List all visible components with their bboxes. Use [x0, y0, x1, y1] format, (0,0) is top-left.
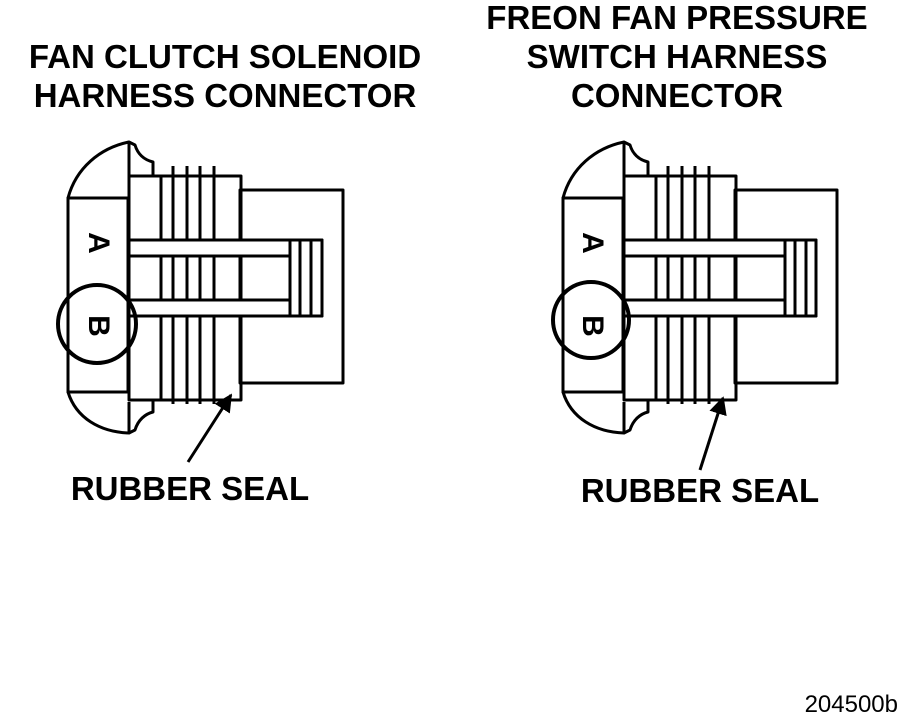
right-pin-b-highlight-circle	[551, 280, 631, 360]
right-pin-b-label: B	[576, 315, 609, 337]
left-connector-drawing	[56, 140, 345, 463]
right-connector-title: FREON FAN PRESSURE SWITCH HARNESS CONNEC…	[452, 0, 902, 115]
right-seal-arrow	[698, 396, 727, 471]
right-connector-hood	[561, 140, 650, 435]
left-connector-rubber-seal	[127, 174, 243, 402]
figure-id: 204500b	[804, 691, 898, 718]
right-pin-a-label: A	[576, 232, 609, 254]
left-title-line-2: HARNESS CONNECTOR	[33, 77, 417, 114]
left-title-line-1: FAN CLUTCH SOLENOID	[28, 38, 422, 75]
right-title-line-2: SWITCH HARNESS	[526, 38, 828, 75]
left-seal-arrow	[186, 393, 233, 463]
left-pin-b-highlight-circle	[56, 283, 138, 365]
right-connector-rubber-seal	[622, 174, 738, 402]
right-connector-drawing	[551, 140, 839, 471]
right-title-line-1: FREON FAN PRESSURE	[486, 0, 868, 36]
right-connector-face	[561, 196, 625, 394]
right-seal-label: RUBBER SEAL	[581, 472, 819, 509]
right-title-line-3: CONNECTOR	[570, 77, 784, 114]
left-pin-b-label: B	[82, 315, 115, 337]
left-pin-a-label: A	[82, 232, 115, 254]
left-connector-title: FAN CLUTCH SOLENOID HARNESS CONNECTOR	[0, 37, 450, 115]
left-seal-label: RUBBER SEAL	[71, 470, 309, 507]
